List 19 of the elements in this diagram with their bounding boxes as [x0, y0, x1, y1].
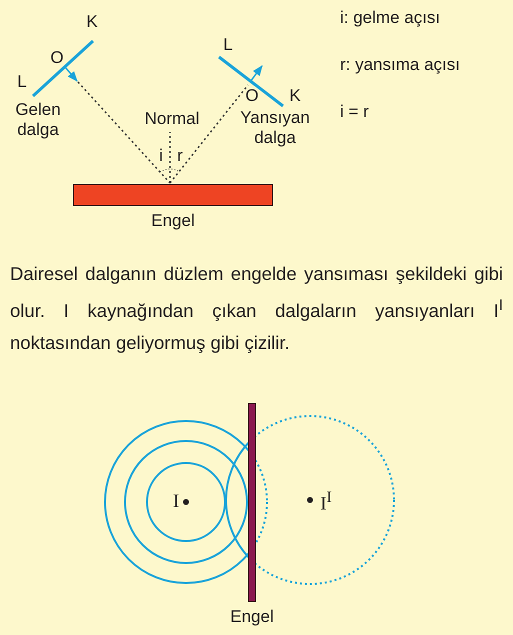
angle-label: i	[159, 146, 163, 166]
point-label: O	[50, 48, 64, 68]
legend-note: r: yansıma açısı	[340, 55, 460, 75]
equation-note: i = r	[340, 102, 369, 122]
point-label: K	[86, 12, 98, 32]
angle-label: r	[177, 146, 183, 166]
normal-label: Normal	[144, 109, 200, 129]
point-label: O	[245, 86, 259, 106]
source-label: I	[172, 492, 180, 512]
wave-label: Yansıyan dalga	[239, 108, 311, 148]
barrier-label: Engel	[230, 607, 274, 627]
wave-label: Gelen dalga	[14, 100, 62, 140]
barrier-label: Engel	[151, 211, 195, 231]
legend-note: i: gelme açısı	[340, 8, 440, 28]
image-source-label: I$^{I}$	[320, 488, 332, 514]
point-label: K	[289, 86, 301, 106]
point-label: L	[17, 72, 27, 92]
point-label: L	[223, 35, 233, 55]
description-paragraph: Dairesel dalganın düzlem engelde yansıması şekildeki gibi olur. I kaynağından çıkan dalgaların yansıyanları I$^{I}$ noktasından geliyormuş gibi çizilir.	[10, 262, 503, 356]
